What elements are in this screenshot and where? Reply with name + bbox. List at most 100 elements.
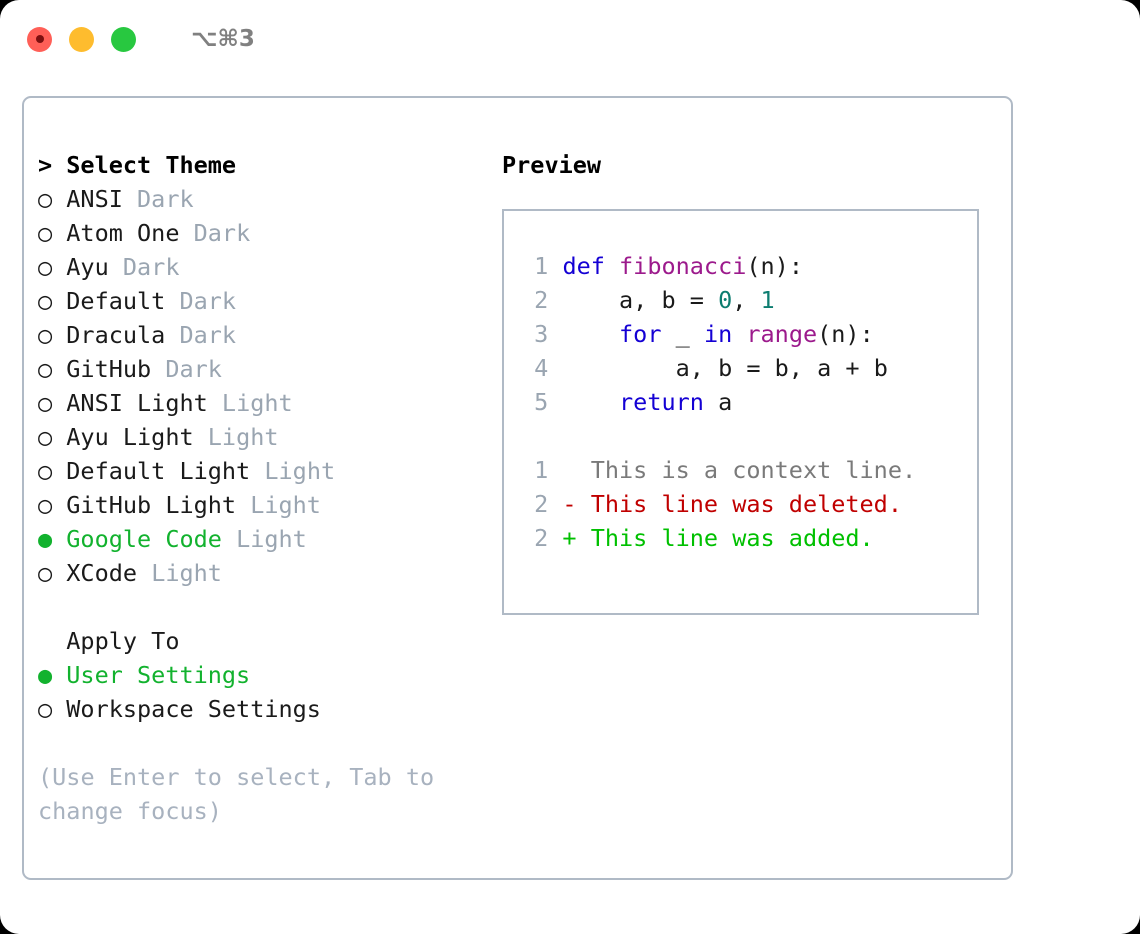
theme-option-ansi-light[interactable]: ○ANSI Light Light (38, 386, 498, 420)
theme-option-ayu[interactable]: ○ Ayu Dark (38, 250, 498, 284)
theme-option-variant: Dark (193, 219, 251, 247)
code-token-plain: (n): (817, 320, 874, 348)
radio-unselected-icon: ○ (38, 457, 53, 485)
theme-option-label: Ayu (66, 253, 109, 281)
code-token-plain: , (732, 286, 761, 314)
radio-unselected-icon: ○ (38, 185, 53, 213)
code-line: 5 return a (520, 385, 977, 419)
theme-option-variant: Light (264, 457, 336, 485)
code-token-plain: a (703, 388, 733, 416)
preview-column: Preview 1 def fibonacci(n):2 a, b = 0, 1… (502, 148, 1002, 615)
radio-unselected-icon: ○ (38, 287, 53, 315)
theme-option-label: Atom One (66, 219, 180, 247)
preview-spacer (520, 419, 977, 453)
line-number: 3 (534, 320, 549, 348)
zoom-button[interactable] (111, 26, 136, 52)
apply-to-option-user-settings[interactable]: ● User Settings (38, 658, 498, 692)
diff-text: This is a context line. (590, 456, 917, 484)
theme-option-variant: Light (151, 559, 222, 587)
code-token-plain (732, 320, 746, 348)
radio-selected-icon: ● (38, 661, 53, 689)
line-number: 5 (534, 388, 549, 416)
radio-unselected-icon: ○ (38, 423, 53, 451)
theme-option-variant: Dark (137, 185, 194, 213)
code-token-plain: a, b = (562, 286, 719, 314)
apply-to-option-workspace-settings[interactable]: ○Workspace Settings (38, 692, 498, 726)
theme-list-header: >Select Theme (38, 148, 498, 182)
code-token-num: 0 (718, 286, 733, 314)
radio-unselected-icon: ○ (38, 253, 53, 281)
diff-text: This line was deleted. (590, 490, 902, 518)
line-number: 1 (534, 456, 549, 484)
theme-option-variant: Dark (122, 253, 180, 281)
theme-option-variant: Dark (165, 355, 222, 383)
theme-option-label: GitHub (66, 355, 152, 383)
theme-option-xcode[interactable]: ○ XCode Light (38, 556, 498, 590)
theme-option-github[interactable]: ○ GitHub Dark (38, 352, 498, 386)
radio-selected-icon: ● (38, 525, 53, 553)
theme-option-label: ANSI (66, 185, 123, 213)
theme-option-variant: Light (221, 389, 293, 417)
theme-list: ○ANSI Dark○Atom One Dark○Ayu Dark○Defaul… (38, 182, 498, 590)
code-text: return a (548, 388, 732, 416)
theme-option-github-light[interactable]: ○GitHub Light Light (38, 488, 498, 522)
theme-option-ansi[interactable]: ○ ANSI Dark (38, 182, 498, 216)
theme-option-google-code[interactable]: ●Google Code Light (38, 522, 498, 556)
line-number: 2 (534, 524, 549, 552)
diff-sample: 1 This is a context line. 2-This line was… (520, 453, 977, 555)
line-number: 2 (534, 490, 549, 518)
theme-option-default-light[interactable]: ○ Default Light Light (38, 454, 498, 488)
code-token-kw: in (703, 320, 733, 348)
code-token-plain (562, 320, 619, 348)
code-line: 2 a, b = 0, 1 (520, 283, 977, 317)
line-number: 4 (534, 354, 549, 382)
diff-marker-icon: + (562, 524, 577, 552)
keyboard-hint: (Use Enter to select, Tab to change focu… (38, 763, 435, 825)
keyboard-shortcut-label: ⌥⌘3 (191, 26, 255, 52)
diff-marker-icon (548, 453, 590, 487)
theme-option-label: Ayu Light (66, 423, 194, 451)
theme-option-variant: Dark (179, 321, 237, 349)
diff-text: This line was added. (590, 524, 874, 552)
code-token-plain (562, 388, 619, 416)
code-token-fn: fibonacci (619, 252, 747, 280)
code-line: 3 for _ in range(n): (520, 317, 977, 351)
theme-option-default[interactable]: ○ Default Dark (38, 284, 498, 318)
apply-to-option-label: User Settings (66, 661, 251, 689)
theme-option-label: Default (66, 287, 166, 315)
code-token-kw: def (562, 252, 620, 280)
code-token-fn: range (746, 320, 818, 348)
radio-unselected-icon: ○ (38, 355, 53, 383)
code-token-plain: a, b = b, a + b (562, 354, 888, 382)
line-number: 1 (534, 252, 549, 280)
diff-marker-icon: - (562, 490, 577, 518)
theme-option-atom-one[interactable]: ○Atom One Dark (38, 216, 498, 250)
theme-option-label: Dracula (66, 321, 166, 349)
theme-option-ayu-light[interactable]: ○ Ayu Light Light (38, 420, 498, 454)
code-text: for _ in range(n): (548, 320, 874, 348)
radio-unselected-icon: ○ (38, 695, 53, 723)
code-token-num: 1 (760, 286, 775, 314)
diff-line-context: 1 This is a context line. (520, 453, 977, 487)
radio-unselected-icon: ○ (38, 559, 53, 587)
close-button[interactable] (27, 26, 52, 52)
theme-option-label: Default Light (66, 457, 251, 485)
minimize-button[interactable] (69, 26, 94, 52)
code-token-plain: _ (661, 320, 704, 348)
list-spacer (38, 590, 498, 624)
preview-label: Preview (502, 151, 602, 179)
theme-option-dracula[interactable]: ○Dracula Dark (38, 318, 498, 352)
code-line: 1 def fibonacci(n): (520, 249, 977, 283)
code-line: 4 a, b = b, a + b (520, 351, 977, 385)
code-text: def fibonacci(n): (548, 252, 803, 280)
theme-option-variant: Light (207, 423, 279, 451)
content-panel: >Select Theme ○ANSI Dark○Atom One Dark○A… (22, 96, 1013, 880)
code-token-kw: return (619, 388, 704, 416)
theme-option-label: Google Code (66, 525, 222, 553)
theme-option-variant: Dark (179, 287, 237, 315)
prompt-caret-icon: > (38, 151, 53, 179)
theme-option-label: XCode (66, 559, 138, 587)
